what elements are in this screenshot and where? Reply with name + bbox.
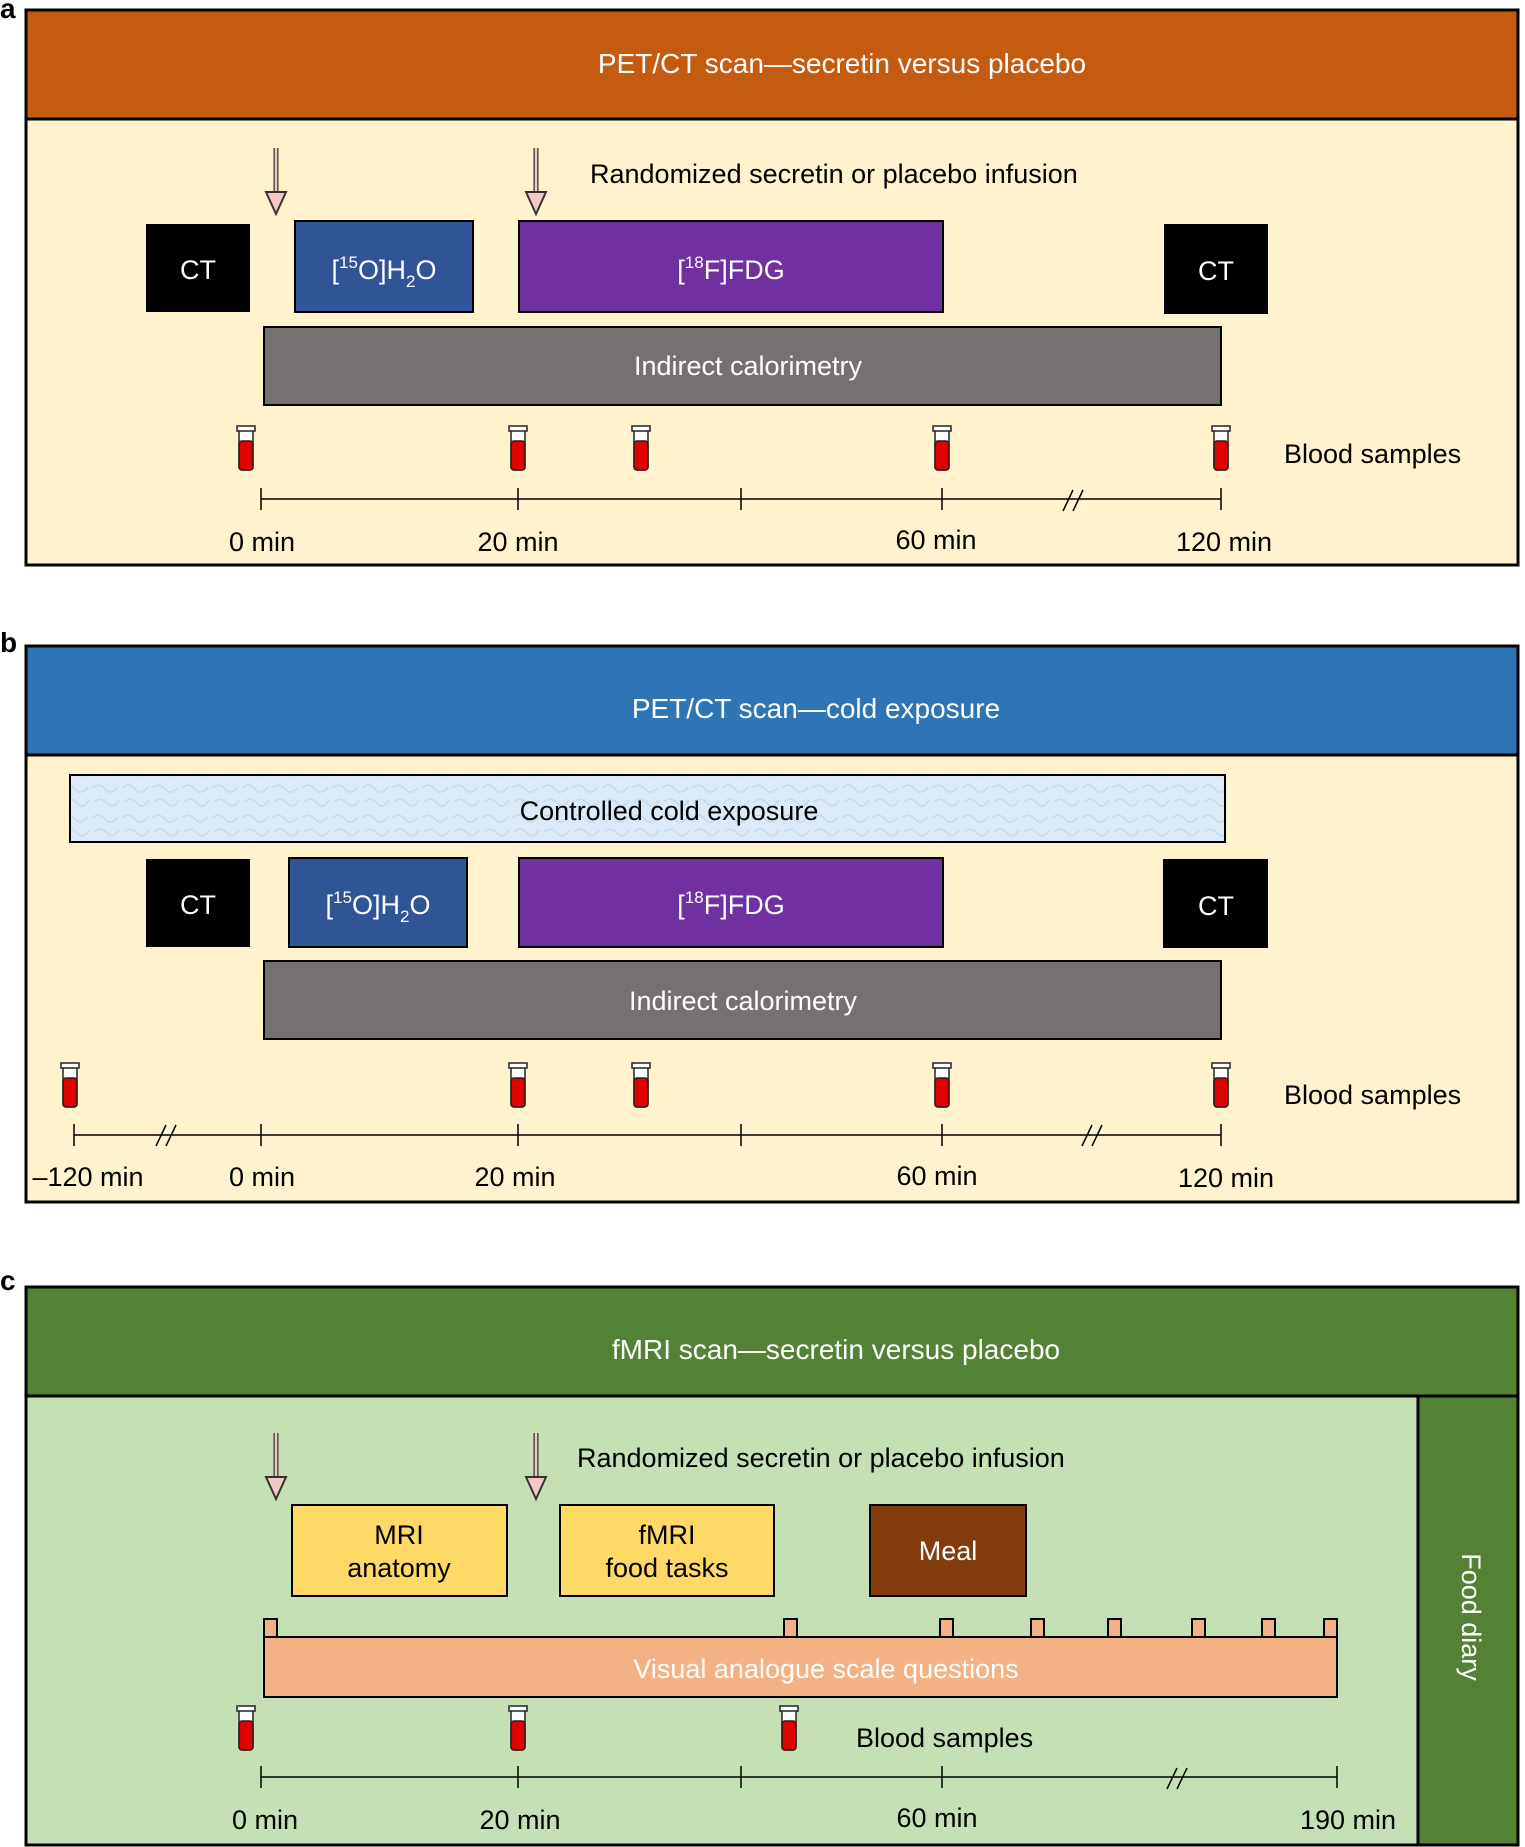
fdg-tracer-box [518,220,944,313]
panel-b-letter: b [0,627,17,658]
blood-tube [508,1705,528,1751]
water-tracer-box [294,220,474,313]
blood-tube [60,1062,80,1108]
tick-label: 20 min [474,1162,555,1192]
calorimetry-label: Indirect calorimetry [634,351,863,381]
blood-tube [932,425,952,471]
ct-box-right [1163,859,1268,948]
cold-exposure-bar [69,774,1226,843]
blood-tube [631,425,651,471]
calorimetry-bar [263,960,1222,1040]
ct-box-left [146,224,250,312]
food-diary-label: Food diary [1456,1553,1486,1681]
panel-c-infusion-label: Randomized secretin or placebo infusion [577,1443,1065,1473]
ct-label-left: CT [180,255,216,285]
mri-anatomy-line1: MRI [374,1520,424,1550]
ct-label-right: CT [1198,256,1234,286]
tick-label: 120 min [1176,527,1272,557]
tick-label: 0 min [232,1805,298,1835]
ct-label-right: CT [1198,891,1234,921]
blood-tube [1211,425,1231,471]
panel-b-timeline [73,1124,1222,1147]
panel-b-header [24,644,1520,757]
cold-exposure-label: Controlled cold exposure [520,796,819,826]
fmri-tasks-line2: food tasks [605,1553,728,1583]
fdg-tracer-label: [18F]FDG [677,253,784,285]
panel-c-blood-label: Blood samples [856,1723,1033,1753]
ct-box-right [1164,224,1268,314]
water-tracer-box [288,857,468,948]
vas-marker [1323,1618,1338,1638]
tick-label: 120 min [1178,1163,1274,1193]
fmri-tasks-box [559,1504,775,1597]
mri-anatomy-box [291,1504,508,1597]
blood-tube [236,1705,256,1751]
blood-tube [1211,1062,1231,1108]
blood-tube [779,1705,799,1751]
tick-label: 60 min [896,1803,977,1833]
fdg-tracer-label: [18F]FDG [677,888,784,920]
calorimetry-bar [263,326,1222,406]
vas-marker [1107,1618,1122,1638]
panel-c-timeline [260,1766,1338,1790]
tick-label: 190 min [1300,1805,1396,1835]
vas-marker [263,1618,278,1638]
panel-a-infusion-label: Randomized secretin or placebo infusion [590,159,1078,189]
panel-c-letter: c [0,1265,16,1296]
blood-tube [631,1062,651,1108]
ct-label-left: CT [180,890,216,920]
ct-box-left [146,859,250,947]
tick-label: –120 min [32,1162,143,1192]
tick-label: 60 min [895,525,976,555]
panel-a-title: PET/CT scan—secretin versus placebo [598,48,1086,79]
vas-marker [1191,1618,1206,1638]
panel-c-title: fMRI scan—secretin versus placebo [612,1334,1060,1365]
panel-b-title: PET/CT scan—cold exposure [632,693,1000,724]
tick-label: 20 min [479,1805,560,1835]
panel-a-header [24,8,1520,121]
fdg-tracer-box [518,857,944,948]
vas-marker [1030,1618,1045,1638]
blood-tube [932,1062,952,1108]
blood-tube [508,1062,528,1108]
blood-tube [508,425,528,471]
mri-anatomy-line2: anatomy [347,1553,451,1583]
fmri-tasks-line1: fMRI [639,1520,696,1550]
vas-marker [1261,1618,1276,1638]
vas-marker [939,1618,954,1638]
tick-label: 0 min [229,527,295,557]
panel-a-letter: a [0,0,16,24]
vas-label: Visual analogue scale questions [633,1654,1018,1684]
panel-b-blood-label: Blood samples [1284,1080,1461,1110]
tick-label: 20 min [477,527,558,557]
vas-marker [783,1618,798,1638]
panel-a-blood-label: Blood samples [1284,439,1461,469]
food-diary-bar [1416,1394,1520,1847]
vas-bar [263,1636,1338,1698]
calorimetry-label: Indirect calorimetry [629,986,858,1016]
blood-tube [236,425,256,471]
tick-label: 60 min [896,1161,977,1191]
meal-label: Meal [919,1536,978,1566]
panel-c-header [24,1285,1520,1398]
panel-a-timeline [260,488,1222,512]
water-tracer-label: [15O]H2O [326,888,431,926]
water-tracer-label: [15O]H2O [332,253,437,291]
tick-label: 0 min [229,1162,295,1192]
meal-box [869,1504,1027,1597]
